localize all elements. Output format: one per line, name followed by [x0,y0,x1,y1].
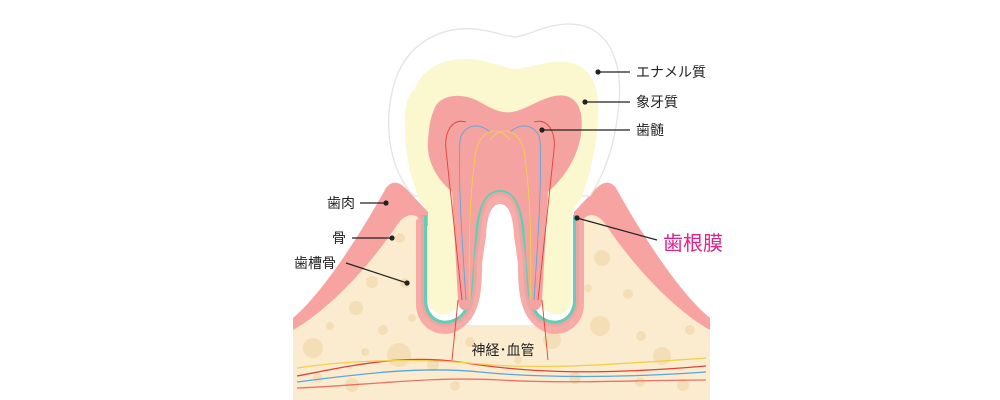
label-gingiva: 歯肉 [327,196,355,212]
label-nerves-vessels: 神経･血管 [472,343,535,359]
leader-dentin [582,99,630,105]
label-dentin: 象牙質 [636,95,678,111]
nerve-threads [445,120,555,361]
gingiva-left [293,182,428,330]
leader-bone [352,235,395,241]
bone-texture [303,233,695,392]
pulp-chamber [427,95,582,311]
nerve-vessel-bundle [296,357,707,389]
alveolar-bone [293,193,710,400]
leader-gingiva [360,200,389,206]
leader-enamel [595,69,630,75]
leader-alveolar-bone [345,262,410,286]
label-bone: 骨 [332,231,346,247]
label-periodontal-ligament: 歯根膜 [663,231,723,255]
label-enamel: エナメル質 [636,65,706,81]
leader-periodontal-ligament [574,215,658,241]
gingiva-right [574,182,710,330]
label-pulp: 歯髄 [636,123,664,139]
label-alveolar-bone: 歯槽骨 [294,256,336,272]
root-gum-lining [416,192,584,334]
leader-pulp [539,127,630,133]
